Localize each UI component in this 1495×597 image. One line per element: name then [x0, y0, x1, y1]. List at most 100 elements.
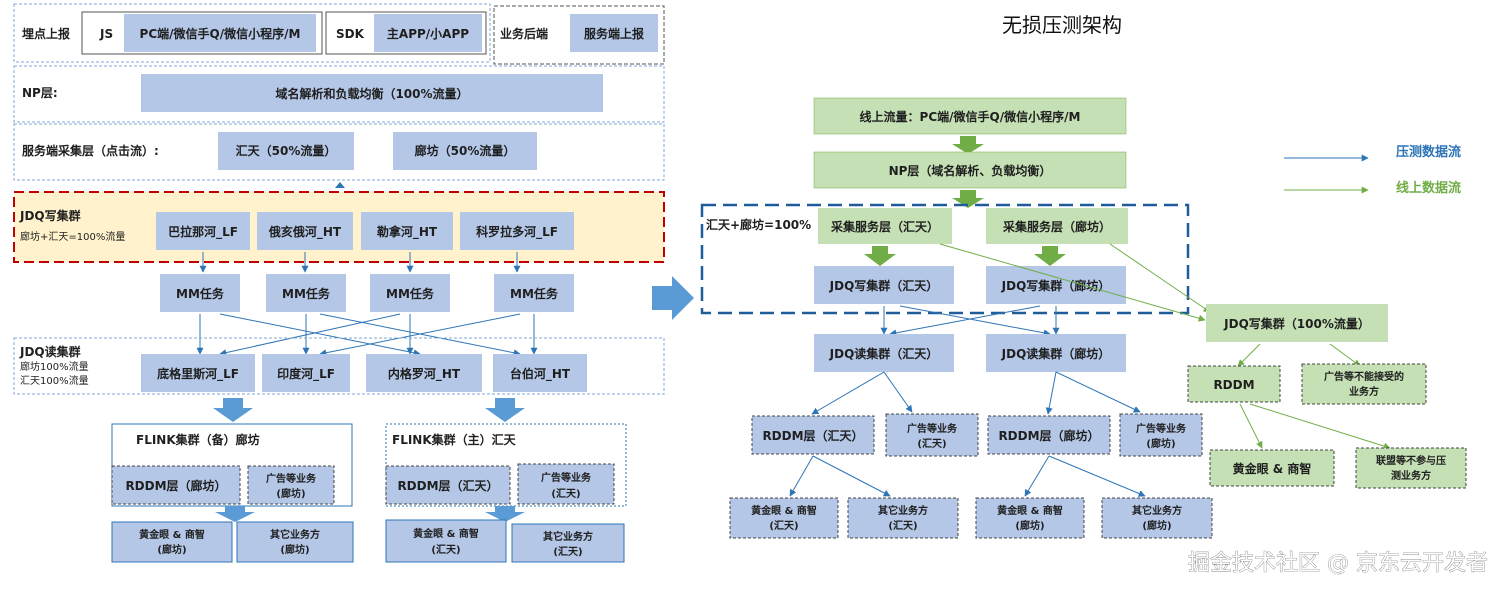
js-targets-box: [124, 14, 316, 52]
online-traffic-box: [813, 97, 1127, 135]
svg-text:JDQ读集群: JDQ读集群: [19, 344, 81, 359]
svg-text:(廊坊): (廊坊): [157, 543, 186, 556]
svg-text:JDQ写集群（100%流量）: JDQ写集群（100%流量）: [1223, 316, 1370, 331]
mm-task-2: [266, 274, 346, 312]
left-diagram: 埋点上报 JS PC端/微信手Q/微信小程序/M SDK 主APP/小APP 业…: [13, 3, 665, 563]
svg-text:RDDM层（廊坊）: RDDM层（廊坊）: [998, 428, 1099, 443]
svg-text:黄金眼 & 商智: 黄金眼 & 商智: [1233, 461, 1312, 476]
svg-text:汇天+廊坊=100%: 汇天+廊坊=100%: [706, 217, 811, 232]
svg-text:印度河_LF: 印度河_LF: [277, 366, 335, 382]
collect-frame: [13, 123, 665, 181]
svg-text:MM任务: MM任务: [510, 286, 559, 301]
ads-green-box: [1301, 363, 1427, 405]
jdqw-lf-box: [986, 266, 1126, 304]
svg-text:广告等不能接受的: 广告等不能接受的: [1324, 370, 1404, 383]
svg-text:广告等业务: 广告等业务: [266, 472, 317, 485]
svg-text:其它业务方: 其它业务方: [270, 528, 320, 541]
svg-text:俄亥俄河_HT: 俄亥俄河_HT: [268, 224, 342, 240]
np-box: [141, 74, 603, 112]
svg-text:廊坊（50%流量）: 廊坊（50%流量）: [415, 143, 516, 158]
flink-main-gold: [385, 519, 507, 563]
svg-text:MM任务: MM任务: [282, 286, 331, 301]
jdq-write-node-1: [156, 212, 250, 250]
svg-text:台伯河_HT: 台伯河_HT: [510, 366, 571, 382]
svg-text:(廊坊): (廊坊): [1015, 519, 1044, 532]
svg-text:RDDM: RDDM: [1213, 378, 1254, 392]
jdqr-ht-box: [814, 334, 954, 372]
svg-text:(汇天): (汇天): [431, 543, 460, 556]
gold-green-box: [1209, 449, 1335, 487]
svg-text:廊坊+汇天=100%流量: 廊坊+汇天=100%流量: [20, 230, 125, 243]
flink-backup-gold: [111, 521, 233, 563]
mm-task-4: [494, 274, 574, 312]
svg-text:黄金眼 & 商智: 黄金眼 & 商智: [413, 527, 479, 540]
svg-text:RDDM层（汇天）: RDDM层（汇天）: [397, 478, 498, 493]
svg-text:域名解析和负载均衡（100%流量）: 域名解析和负载均衡（100%流量）: [275, 86, 468, 101]
svg-text:主APP/小APP: 主APP/小APP: [387, 26, 469, 41]
svg-text:MM任务: MM任务: [176, 286, 225, 301]
np-label: NP层:: [22, 86, 58, 100]
svg-text:其它业务方: 其它业务方: [543, 530, 593, 543]
flink-main-rddm: [385, 465, 511, 505]
flink-main-other: [511, 523, 625, 563]
flink-backup-other: [236, 521, 354, 563]
js-label: JS: [99, 27, 113, 41]
svg-text:(廊坊): (廊坊): [280, 543, 309, 556]
region-frame: [700, 203, 1190, 315]
svg-text:JDQ写集群: JDQ写集群: [19, 208, 81, 223]
collect-huitian-box: [218, 132, 354, 170]
rddm-green-box: [1187, 365, 1281, 403]
other-ht-box: [847, 497, 959, 539]
svg-text:FLINK集群（主）汇天: FLINK集群（主）汇天: [392, 432, 517, 447]
legend-online-label: 线上数据流: [1396, 180, 1461, 196]
svg-text:业务后端: 业务后端: [500, 26, 548, 41]
svg-text:联盟等不参与压: 联盟等不参与压: [1376, 454, 1446, 467]
svg-text:黄金眼 & 商智: 黄金眼 & 商智: [751, 504, 817, 517]
svg-text:内格罗河_HT: 内格罗河_HT: [388, 366, 461, 382]
svg-text:NP层（域名解析、负载均衡）: NP层（域名解析、负载均衡）: [889, 163, 1052, 178]
report-row-frame: [13, 3, 491, 63]
svg-text:JDQ读集群（廊坊）: JDQ读集群（廊坊）: [1001, 346, 1111, 361]
collect-ht-box: [818, 208, 952, 244]
svg-text:MM任务: MM任务: [386, 286, 435, 301]
svg-text:JDQ读集群（汇天）: JDQ读集群（汇天）: [829, 346, 939, 361]
jdq-write-node-4: [460, 212, 574, 250]
svg-text:廊坊100%流量: 廊坊100%流量: [20, 360, 89, 373]
flink-backup-ads: [247, 465, 335, 505]
ads-ht-box: [885, 413, 979, 457]
union-green-box: [1355, 447, 1467, 489]
report-label: 埋点上报: [22, 26, 70, 41]
jdq-write-node-3: [361, 212, 453, 250]
jdq-read-node-2: [262, 354, 350, 392]
svg-text:(汇天): (汇天): [917, 437, 946, 450]
svg-text:JDQ写集群（汇天）: JDQ写集群（汇天）: [829, 278, 939, 293]
jdq-read-node-3: [366, 354, 482, 392]
gold-ht-box: [729, 497, 839, 539]
backend-target-box: [570, 14, 658, 52]
legend: 压测数据流 线上数据流: [1284, 144, 1461, 196]
sdk-targets-box: [374, 14, 482, 52]
svg-text:(廊坊): (廊坊): [276, 487, 305, 500]
ads-lf-box: [1119, 413, 1203, 457]
svg-text:广告等业务: 广告等业务: [1136, 422, 1187, 435]
svg-text:底格里斯河_LF: 底格里斯河_LF: [157, 366, 239, 382]
svg-text:(汇天): (汇天): [551, 487, 580, 500]
svg-text:PC端/微信手Q/微信小程序/M: PC端/微信手Q/微信小程序/M: [140, 26, 301, 41]
svg-text:服务端上报: 服务端上报: [584, 26, 644, 41]
watermark: 掘金技术社区 @ 京东云开发者: [1188, 551, 1488, 576]
gold-lf-box: [975, 497, 1085, 539]
backend-frame: [493, 5, 665, 65]
right-diagram: 无损压测架构 线上流量：PC端/微信手Q/微信小程序/M NP层（域名解析、负载…: [700, 13, 1467, 539]
flink-backup-rddm: [111, 465, 241, 505]
mm-to-read-arrows: [196, 313, 538, 357]
svg-text:广告等业务: 广告等业务: [907, 422, 958, 435]
collect-langfang-box: [393, 132, 537, 170]
svg-text:线上流量：PC端/微信手Q/微信小程序/M: 线上流量：PC端/微信手Q/微信小程序/M: [860, 109, 1081, 124]
svg-text:测业务方: 测业务方: [1391, 469, 1431, 482]
svg-text:服务端采集层（点击流）:: 服务端采集层（点击流）:: [22, 143, 159, 158]
svg-text:黄金眼 & 商智: 黄金眼 & 商智: [997, 504, 1063, 517]
jdqr-lf-box: [986, 334, 1126, 372]
other-lf-box: [1101, 497, 1213, 539]
jdq-read-node-4: [493, 354, 587, 392]
